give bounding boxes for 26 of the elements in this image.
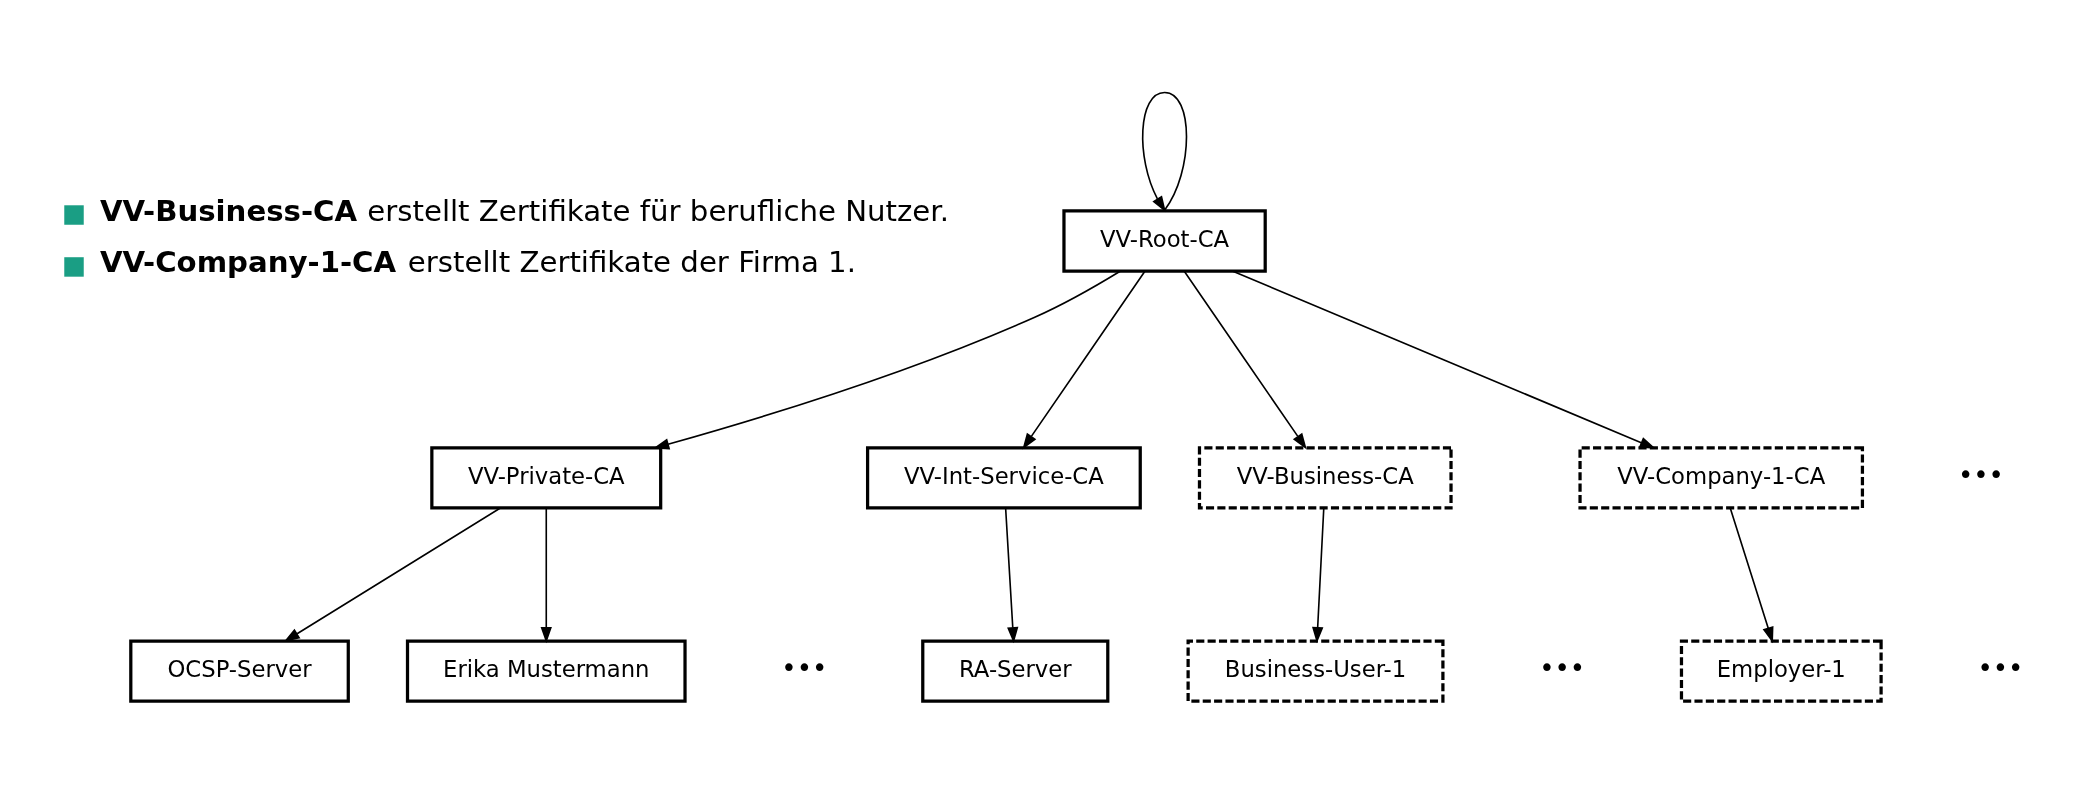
node-box: VV-Private-CA bbox=[430, 446, 663, 510]
node-box: VV-Business-CA bbox=[1197, 446, 1453, 510]
node-box: Erika Mustermann bbox=[405, 639, 687, 703]
node-box: VV-Root-CA bbox=[1062, 209, 1267, 273]
arrow bbox=[1231, 270, 1656, 449]
node-label: ••• bbox=[781, 653, 828, 684]
arrow bbox=[653, 270, 1121, 450]
label: VV-Business-CA erstellt Zertifikate für berufliche Nutzer. bbox=[99, 193, 949, 228]
arrow bbox=[1004, 507, 1019, 644]
arrow bbox=[1141, 91, 1188, 213]
node-box: Business-User-1 bbox=[1186, 639, 1445, 703]
label: VV-Company-1-CA erstellt Zertifikate der Firma 1. bbox=[99, 245, 856, 280]
node-box: VV-Company-1-CA bbox=[1578, 446, 1865, 510]
arrow bbox=[1729, 507, 1774, 644]
node-box: Employer-1 bbox=[1679, 639, 1883, 703]
arrow bbox=[1312, 507, 1325, 644]
arrow bbox=[1183, 270, 1307, 450]
node-box: RA-Server bbox=[921, 639, 1110, 703]
node-box: OCSP-Server bbox=[129, 639, 350, 703]
node-label: ••• bbox=[1539, 653, 1586, 684]
node-label: ••• bbox=[1977, 653, 2024, 684]
node-label: ••• bbox=[1957, 460, 2004, 491]
arrow bbox=[540, 507, 552, 644]
arrow bbox=[1022, 270, 1146, 450]
node-box: VV-Int-Service-CA bbox=[865, 446, 1142, 510]
arrow bbox=[283, 507, 502, 643]
